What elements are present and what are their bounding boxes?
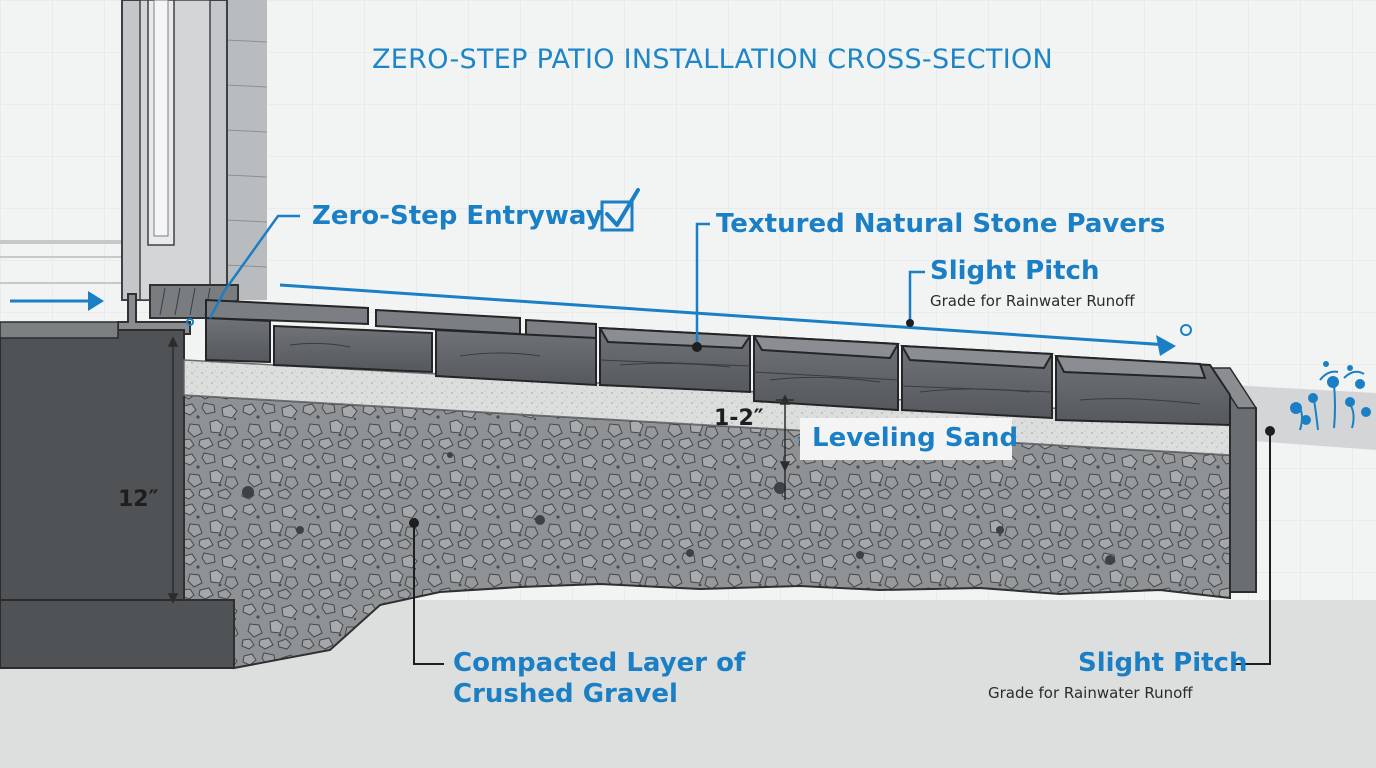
label-slight-pitch-top: Slight Pitch [930, 256, 1100, 286]
label-slight-pitch-bottom-sub: Grade for Rainwater Runoff [988, 684, 1193, 702]
house-siding [225, 0, 267, 300]
water-splash-icon [1290, 361, 1371, 431]
label-stone-pavers: Textured Natural Stone Pavers [716, 209, 1166, 239]
slope-arrow-head [1156, 335, 1176, 356]
label-leveling-sand: Leveling Sand [812, 423, 1019, 453]
sand-label-background [800, 418, 1012, 460]
label-sand-depth: 1-2″ [714, 406, 764, 431]
entry-arrow-icon [88, 291, 104, 311]
label-base-depth: 12″ [118, 487, 159, 512]
label-slight-pitch-bottom: Slight Pitch [1078, 648, 1248, 678]
label-gravel-line2: Crushed Gravel [453, 679, 678, 709]
label-slight-pitch-top-sub: Grade for Rainwater Runoff [930, 292, 1135, 310]
checkbox-check-icon [600, 188, 640, 232]
label-zero-step-entryway: Zero-Step Entryway [312, 201, 603, 231]
soil-ground [0, 600, 1376, 768]
stone-pavers [205, 298, 1231, 427]
page-title: ZERO-STEP PATIO INSTALLATION CROSS-SECTI… [372, 44, 1054, 75]
dimension-lines [167, 336, 794, 604]
door-frame [121, 0, 228, 301]
gravel-base-layer [183, 393, 1231, 670]
label-gravel-line1: Compacted Layer of [453, 648, 746, 678]
